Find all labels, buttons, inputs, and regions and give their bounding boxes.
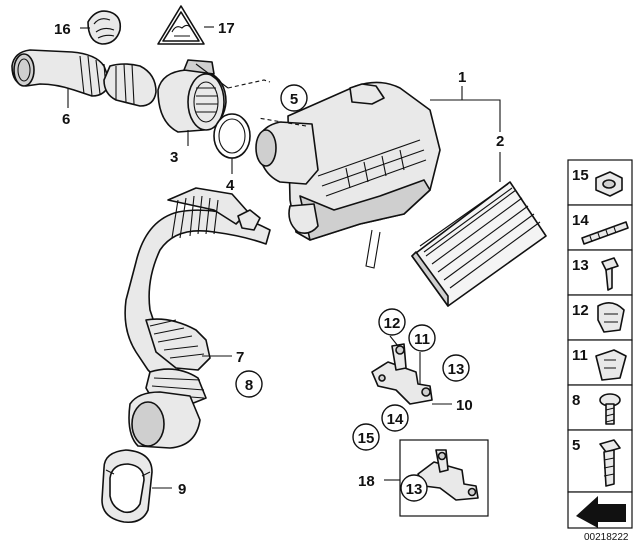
svg-text:14: 14 bbox=[387, 411, 404, 428]
label-10: 10 bbox=[456, 397, 473, 414]
hardware-nut-icon bbox=[595, 171, 623, 197]
svg-text:8: 8 bbox=[245, 377, 253, 394]
label-17: 17 bbox=[218, 20, 235, 37]
callout-14: 14 bbox=[381, 404, 409, 432]
callout-5: 5 bbox=[280, 84, 308, 112]
hardware-screw-icon bbox=[601, 257, 619, 291]
part-9-seal bbox=[101, 449, 153, 524]
label-4: 4 bbox=[226, 177, 235, 194]
callout-13-assembly: 13 bbox=[400, 474, 428, 502]
label-6: 6 bbox=[62, 111, 70, 128]
callout-11: 11 bbox=[408, 324, 436, 352]
label-7: 7 bbox=[236, 349, 244, 366]
part-2-air-filter-element bbox=[411, 181, 547, 307]
svg-text:5: 5 bbox=[290, 91, 298, 108]
svg-text:12: 12 bbox=[384, 315, 401, 332]
callout-8: 8 bbox=[235, 370, 263, 398]
part-3-air-flow-meter bbox=[103, 59, 227, 133]
part-16-cap bbox=[87, 10, 122, 45]
label-2: 2 bbox=[496, 133, 504, 150]
direction-arrow-icon bbox=[576, 496, 626, 528]
svg-text:13: 13 bbox=[406, 481, 423, 498]
hardware-hex-bolt-icon bbox=[599, 439, 621, 487]
callout-13: 13 bbox=[442, 354, 470, 382]
diagram-id: 00218222 bbox=[584, 532, 629, 543]
sidebar-label-14: 14 bbox=[572, 212, 589, 229]
sidebar-label-5: 5 bbox=[572, 437, 580, 454]
svg-text:13: 13 bbox=[448, 361, 465, 378]
hardware-sidebar bbox=[567, 159, 633, 529]
part-7-intake-hose bbox=[124, 187, 271, 449]
sidebar-label-12: 12 bbox=[572, 302, 589, 319]
label-9: 9 bbox=[178, 481, 186, 498]
part-4-seal-ring bbox=[213, 113, 251, 159]
part-10-bracket bbox=[371, 343, 433, 405]
label-18: 18 bbox=[358, 473, 375, 490]
sidebar-label-11: 11 bbox=[572, 347, 588, 364]
hardware-bolt-washer-icon bbox=[599, 393, 621, 425]
svg-text:15: 15 bbox=[358, 430, 375, 447]
part-6-intake-duct bbox=[11, 49, 111, 97]
part-17-warning-label bbox=[157, 5, 205, 45]
callout-12: 12 bbox=[378, 308, 406, 336]
label-16: 16 bbox=[54, 21, 71, 38]
svg-text:11: 11 bbox=[414, 331, 430, 348]
hardware-clip-icon bbox=[597, 302, 625, 333]
hardware-expanding-nut-icon bbox=[595, 349, 627, 381]
callout-15: 15 bbox=[352, 423, 380, 451]
part-1-air-filter-housing bbox=[255, 81, 441, 269]
label-1: 1 bbox=[458, 69, 466, 86]
sidebar-label-8: 8 bbox=[572, 392, 580, 409]
sidebar-label-15: 15 bbox=[572, 167, 589, 184]
hardware-stud-icon bbox=[581, 221, 629, 245]
label-3: 3 bbox=[170, 149, 178, 166]
sidebar-label-13: 13 bbox=[572, 257, 589, 274]
